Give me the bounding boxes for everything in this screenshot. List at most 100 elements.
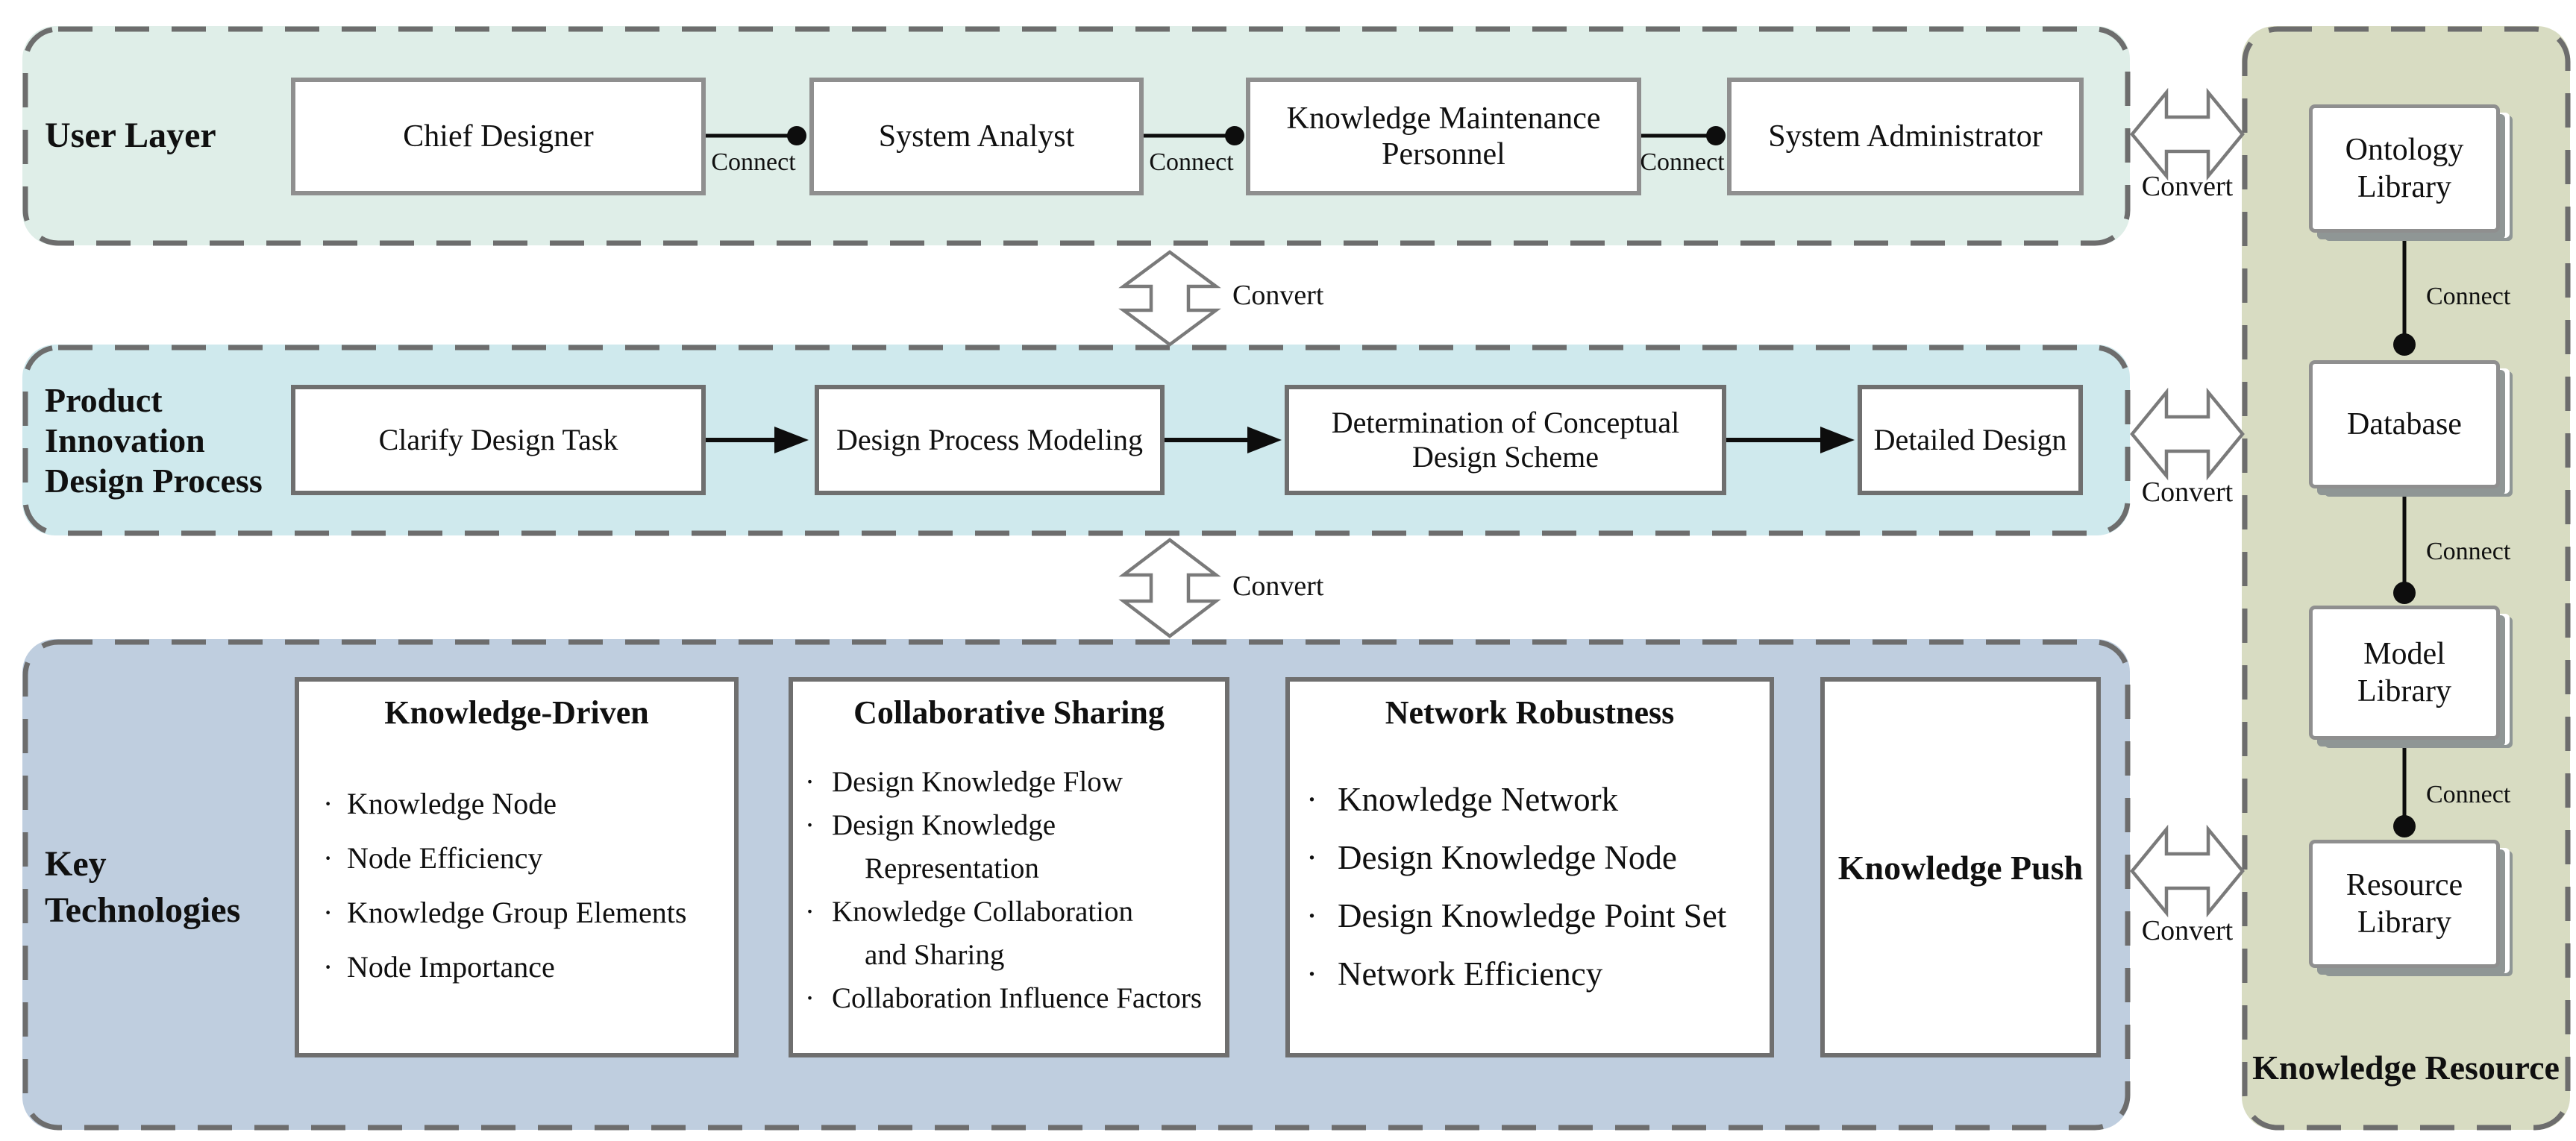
user-box-knowledge-maintenance: Knowledge Maintenance Personnel — [1246, 78, 1641, 195]
list-item: · Knowledge Node — [323, 786, 734, 840]
list-item-text: and Sharing — [865, 939, 1005, 971]
convert-label: Convert — [1232, 570, 1324, 602]
convert-label: Convert — [1232, 280, 1324, 311]
resource-box-database: Database — [2309, 360, 2500, 488]
box-label: Clarify Design Task — [378, 423, 618, 456]
card-list: · Knowledge Network · Design Knowledge Nod… — [1290, 780, 1770, 1013]
resource-box-ontology-library: Ontology Library — [2309, 104, 2500, 233]
list-item-text: Design Knowledge Node — [1338, 839, 1677, 876]
convert-double-arrow-horizontal — [2130, 824, 2245, 918]
list-item-text: Knowledge Collaboration — [832, 896, 1133, 928]
process-box-conceptual-design-scheme: Determination of Conceptual Design Schem… — [1285, 385, 1726, 495]
user-box-system-analyst: System Analyst — [809, 78, 1144, 195]
keytech-layer-title: Key Technologies — [45, 841, 240, 934]
box-label: Detailed Design — [1873, 423, 2067, 456]
connect-label: Connect — [1149, 148, 1234, 176]
bullet: · — [805, 896, 815, 928]
list-item-text: Collaboration Influence Factors — [832, 982, 1203, 1014]
card-knowledge-push: Knowledge Push — [1820, 677, 2101, 1057]
list-item: · Collaboration Influence Factors — [805, 981, 1225, 1025]
title-line: Product — [45, 381, 163, 419]
list-item: · Design Knowledge — [805, 808, 1225, 852]
list-item: · Design Knowledge Node — [1306, 838, 1770, 896]
card-collaborative-sharing: Collaborative Sharing · Design Knowledge … — [789, 677, 1229, 1057]
card-list: · Knowledge Node · Node Efficiency · Knowle… — [299, 786, 734, 1004]
connect-label: Connect — [711, 148, 796, 176]
bullet: · — [323, 896, 333, 929]
list-item: · Knowledge Collaboration — [805, 895, 1225, 938]
bullet: · — [1306, 839, 1317, 876]
card-title: Network Robustness — [1385, 694, 1675, 731]
box-label: Model Library — [2357, 637, 2451, 708]
bullet: · — [323, 841, 333, 875]
convert-double-arrow-vertical — [1118, 538, 1221, 638]
connect-label: Connect — [2426, 781, 2511, 808]
connect-label: Connect — [2426, 538, 2511, 565]
box-label: System Analyst — [878, 119, 1075, 154]
user-box-system-administrator: System Administrator — [1727, 78, 2084, 195]
list-item: · Network Efficiency — [1306, 955, 1770, 1013]
convert-double-arrow-vertical — [1118, 250, 1221, 347]
resource-box-model-library: Model Library — [2309, 606, 2500, 740]
title-line: Innovation — [45, 421, 205, 459]
user-layer-title: User Layer — [45, 116, 216, 155]
box-label: Resource Library — [2345, 868, 2463, 940]
list-item-text: Knowledge Group Elements — [347, 896, 687, 929]
user-box-chief-designer: Chief Designer — [291, 78, 706, 195]
list-item-text: Design Knowledge Flow — [832, 766, 1123, 798]
connect-label: Connect — [1640, 148, 1725, 176]
list-item-text: Node Importance — [347, 950, 555, 984]
list-item-continuation: Representation — [805, 852, 1225, 895]
bullet: · — [1306, 955, 1317, 993]
list-item-text: Knowledge Node — [347, 787, 557, 820]
card-list: · Design Knowledge Flow · Design Knowledge… — [793, 765, 1225, 1025]
process-box-detailed-design: Detailed Design — [1858, 385, 2083, 495]
box-label: Determination of Conceptual Design Schem… — [1331, 406, 1680, 474]
process-box-design-process-modeling: Design Process Modeling — [815, 385, 1165, 495]
title-line: Key — [45, 844, 107, 884]
card-title: Collaborative Sharing — [853, 694, 1165, 731]
process-layer-title: Product Innovation Design Process — [45, 380, 263, 501]
bullet: · — [805, 766, 815, 798]
box-label: Chief Designer — [403, 119, 594, 154]
list-item-text: Design Knowledge Point Set — [1338, 897, 1727, 934]
box-label: Database — [2347, 407, 2462, 441]
connect-label: Connect — [2426, 283, 2511, 310]
card-title: Knowledge-Driven — [384, 694, 649, 731]
resource-box-resource-library: Resource Library — [2309, 840, 2500, 968]
bullet: · — [1306, 781, 1317, 818]
list-item: · Knowledge Network — [1306, 780, 1770, 838]
convert-label: Convert — [2141, 477, 2234, 508]
box-label: Design Process Modeling — [836, 423, 1144, 456]
convert-double-arrow-horizontal — [2130, 387, 2245, 481]
convert-label: Convert — [2141, 915, 2234, 946]
list-item: · Node Efficiency — [323, 840, 734, 895]
list-item: · Knowledge Group Elements — [323, 895, 734, 949]
box-label: Knowledge Maintenance Personnel — [1286, 101, 1601, 172]
bullet: · — [805, 982, 815, 1014]
resource-panel-title: Knowledge Resource — [2252, 1049, 2560, 1087]
list-item-text: Knowledge Network — [1338, 781, 1619, 818]
title-line: Technologies — [45, 890, 241, 930]
list-item-continuation: and Sharing — [805, 938, 1225, 981]
bullet: · — [805, 809, 815, 841]
card-network-robustness: Network Robustness · Knowledge Network · D… — [1285, 677, 1774, 1057]
card-title: Knowledge Push — [1837, 848, 2084, 887]
box-label: Ontology Library — [2345, 133, 2464, 204]
bullet: · — [323, 787, 333, 820]
list-item: · Node Importance — [323, 949, 734, 1004]
convert-double-arrow-horizontal — [2130, 87, 2245, 181]
bullet: · — [1306, 897, 1317, 934]
box-label: System Administrator — [1768, 119, 2043, 154]
list-item: · Design Knowledge Point Set — [1306, 896, 1770, 955]
list-item: · Design Knowledge Flow — [805, 765, 1225, 808]
title-line: Design Process — [45, 462, 263, 500]
list-item-text: Network Efficiency — [1338, 955, 1603, 993]
bullet: · — [323, 950, 333, 984]
list-item-text: Design Knowledge — [832, 809, 1056, 841]
convert-label: Convert — [2141, 171, 2234, 202]
list-item-text: Representation — [865, 852, 1039, 884]
list-item-text: Node Efficiency — [347, 841, 543, 875]
process-box-clarify-design-task: Clarify Design Task — [291, 385, 706, 495]
